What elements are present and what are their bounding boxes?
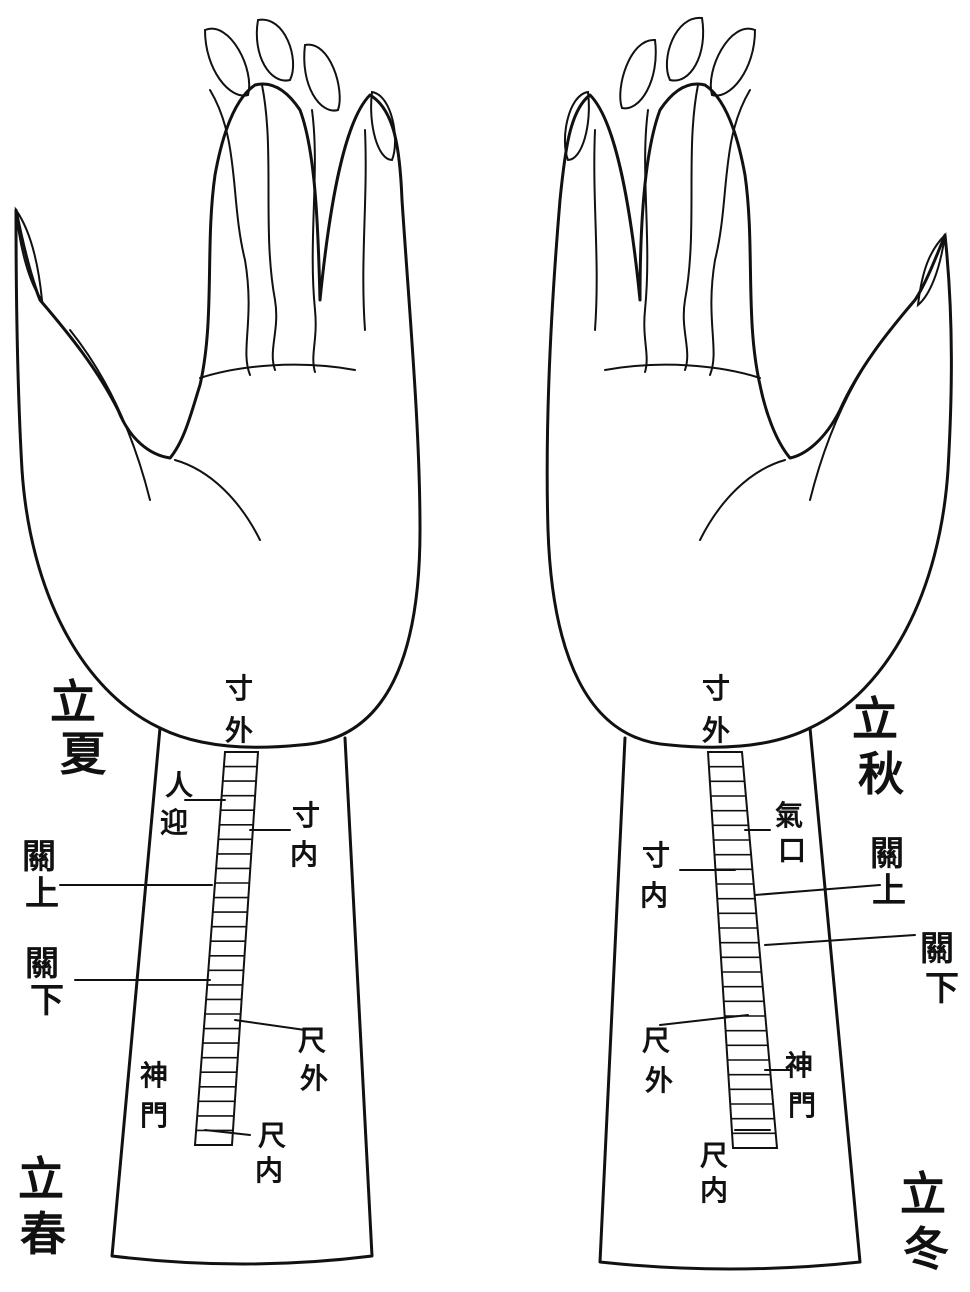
right-label-shen-men-2: 門 [788, 1089, 816, 1122]
right-label-shen-men-1: 神 [785, 1049, 813, 1082]
right-finger-lines [594, 85, 750, 375]
right-hand-outline [547, 84, 951, 747]
left-leader-lines [60, 800, 305, 1135]
left-season-summer-2: 夏 [60, 727, 107, 781]
right-label-cun-wai-2: 外 [702, 714, 730, 747]
right-forearm [600, 728, 860, 1269]
right-season-winter-1: 立 [900, 1167, 946, 1221]
right-nail-1 [711, 29, 755, 96]
right-nail-3 [620, 40, 656, 108]
right-label-qi-kou-2: 口 [778, 834, 806, 867]
left-label-shen-men-1: 神 [140, 1059, 168, 1092]
left-nail-1 [205, 29, 249, 96]
right-label-cun-wai-1: 寸 [702, 672, 730, 705]
right-labels: 立 秋 寸 外 氣 口 寸 内 關 上 關 下 尺 外 神 門 尺 内 立 冬 [640, 672, 959, 1276]
right-label-cun-nei-2: 内 [640, 879, 668, 912]
left-palm-lines [70, 330, 355, 540]
right-season-winter-2: 冬 [903, 1222, 949, 1276]
right-label-chi-wai-1: 尺 [642, 1024, 670, 1057]
left-label-chi-wai-1: 尺 [298, 1024, 326, 1057]
right-label-guan-xia-1: 關 [920, 929, 954, 969]
right-season-autumn-1: 立 [852, 692, 898, 746]
left-hand-outline [16, 84, 420, 747]
right-label-chi-wai-2: 外 [645, 1064, 673, 1097]
right-palm-lines [605, 330, 890, 540]
right-label-guan-xia-2: 下 [925, 969, 959, 1009]
left-label-chi-nei-2: 内 [255, 1154, 283, 1187]
left-labels: 立 夏 寸 外 人 迎 寸 内 關 上 關 下 尺 外 神 門 尺 内 立 春 [18, 672, 328, 1261]
left-season-spring-1: 立 [18, 1152, 64, 1206]
left-season-spring-2: 春 [20, 1207, 66, 1261]
left-label-ren-ying-2: 迎 [160, 806, 188, 839]
right-label-chi-nei-2: 内 [700, 1174, 728, 1207]
right-label-guan-shang-2: 上 [872, 871, 906, 911]
left-pulse-ladder [195, 752, 258, 1145]
left-label-cun-nei-2: 内 [290, 838, 318, 871]
right-label-qi-kou-1: 氣 [775, 799, 803, 832]
right-nail-2 [667, 18, 703, 81]
left-label-guan-shang-1: 關 [22, 837, 56, 877]
left-label-shen-men-2: 門 [140, 1099, 168, 1132]
left-label-guan-xia-2: 下 [30, 981, 64, 1021]
right-season-autumn-2: 秋 [858, 747, 904, 801]
left-label-guan-shang-2: 上 [25, 874, 59, 914]
left-label-chi-wai-2: 外 [300, 1062, 328, 1095]
left-label-guan-xia-1: 關 [25, 944, 59, 984]
left-label-cun-nei-1: 寸 [292, 799, 320, 832]
left-season-summer-1: 立 [50, 675, 96, 729]
left-label-ren-ying-1: 人 [165, 769, 193, 802]
left-nail-3 [304, 45, 340, 111]
right-hand [547, 18, 951, 1269]
right-label-guan-shang-1: 關 [870, 834, 904, 874]
right-label-cun-nei-1: 寸 [642, 839, 670, 872]
right-label-chi-nei-1: 尺 [700, 1139, 728, 1172]
right-nail-4 [565, 92, 589, 160]
left-hand [16, 20, 420, 1264]
left-finger-lines [210, 85, 366, 375]
right-pulse-ladder [708, 752, 777, 1148]
left-label-cun-wai-2: 外 [225, 714, 253, 747]
left-nail-2 [257, 20, 293, 81]
left-label-cun-wai-1: 寸 [225, 672, 253, 705]
left-label-chi-nei-1: 尺 [258, 1119, 286, 1152]
